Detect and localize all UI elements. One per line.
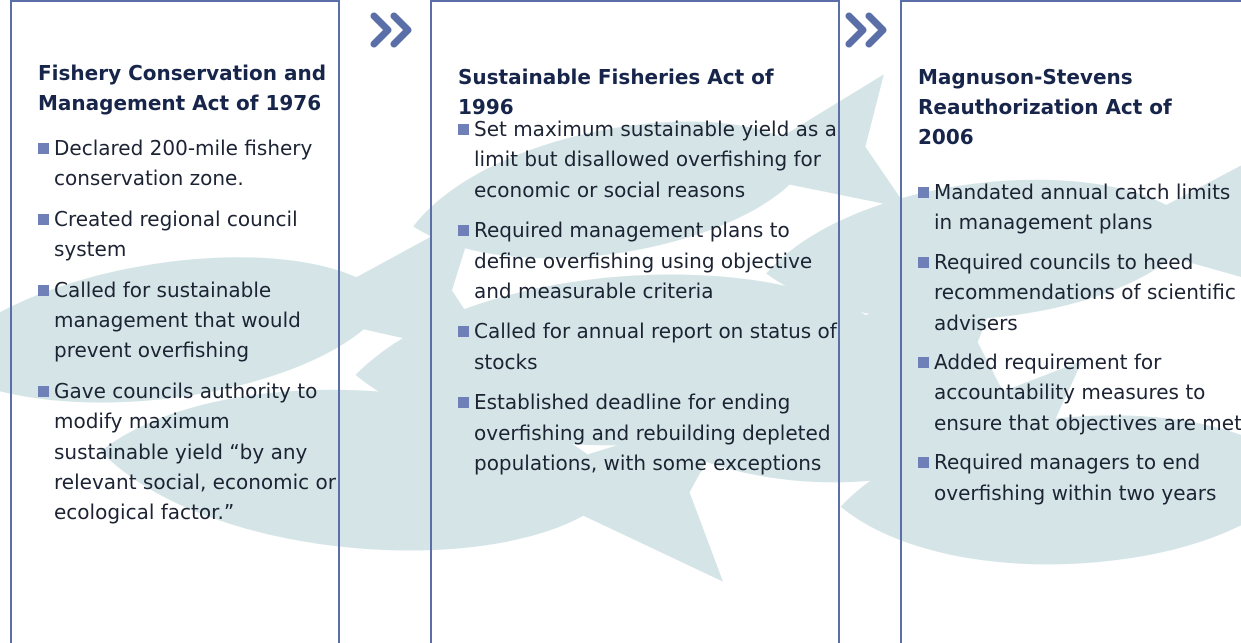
list-item: Established deadline for ending overfish… <box>458 387 838 478</box>
list-item-text: Added requirement for accountability mea… <box>934 350 1241 435</box>
list-item: Required management plans to define over… <box>458 215 838 306</box>
square-bullet-icon <box>918 187 929 198</box>
list-item: Created regional council system <box>38 204 338 265</box>
list-item-text: Called for sustainable management that w… <box>54 277 301 363</box>
square-bullet-icon <box>38 284 49 296</box>
square-bullet-icon <box>458 397 469 409</box>
bullet-list: Declared 200-mile fishery conservation z… <box>38 133 338 538</box>
list-item: Required councils to heed recommendation… <box>918 247 1241 338</box>
square-bullet-icon <box>458 124 469 135</box>
square-bullet-icon <box>458 326 469 338</box>
act-panel-2006: Magnuson-Stevens Reauthorization Act of … <box>900 0 1241 643</box>
list-item: Called for sustainable management that w… <box>38 275 338 366</box>
list-item-text: Established deadline for ending overfish… <box>474 390 831 476</box>
panel-title: Fishery Conservation and Management Act … <box>38 61 327 115</box>
list-item: Called for annual report on status of st… <box>458 316 838 377</box>
bullet-list: Set maximum sustainable yield as a limit… <box>458 114 838 488</box>
list-item-text: Called for annual report on status of st… <box>474 319 837 374</box>
act-panel-1976: Fishery Conservation and Management Act … <box>10 0 340 643</box>
list-item: Mandated annual catch limits in manageme… <box>918 177 1241 238</box>
list-item: Added requirement for accountability mea… <box>918 347 1241 438</box>
double-chevron-right-icon <box>845 12 887 48</box>
panel-title: Sustainable Fisheries Act of 1996 <box>458 65 774 119</box>
list-item: Declared 200-mile fishery conservation z… <box>38 133 338 194</box>
list-item: Set maximum sustainable yield as a limit… <box>458 114 838 205</box>
square-bullet-icon <box>918 357 929 369</box>
list-item: Required managers to end overfishing wit… <box>918 447 1241 508</box>
list-item-text: Required management plans to define over… <box>474 218 813 304</box>
square-bullet-icon <box>38 143 49 154</box>
square-bullet-icon <box>38 213 49 225</box>
list-item-text: Mandated annual catch limits in manageme… <box>934 180 1231 235</box>
list-item-text: Created regional council system <box>54 206 298 262</box>
panel-title: Magnuson-Stevens Reauthorization Act of … <box>918 65 1172 149</box>
list-item-text: Required managers to end overfishing wit… <box>934 450 1217 505</box>
list-item-text: Gave councils authority to modify maximu… <box>54 378 336 525</box>
list-item: Gave councils authority to modify maximu… <box>38 376 338 528</box>
bullet-list: Mandated annual catch limits in manageme… <box>918 177 1241 517</box>
double-chevron-right-icon <box>370 12 412 48</box>
square-bullet-icon <box>38 385 49 397</box>
square-bullet-icon <box>918 457 929 469</box>
list-item-text: Declared 200-mile fishery conservation z… <box>54 136 313 191</box>
square-bullet-icon <box>918 256 929 268</box>
list-item-text: Required councils to heed recommendation… <box>934 249 1236 335</box>
square-bullet-icon <box>458 225 469 237</box>
act-panel-1996: Sustainable Fisheries Act of 1996 Set ma… <box>430 0 840 643</box>
list-item-text: Set maximum sustainable yield as a limit… <box>474 117 837 202</box>
